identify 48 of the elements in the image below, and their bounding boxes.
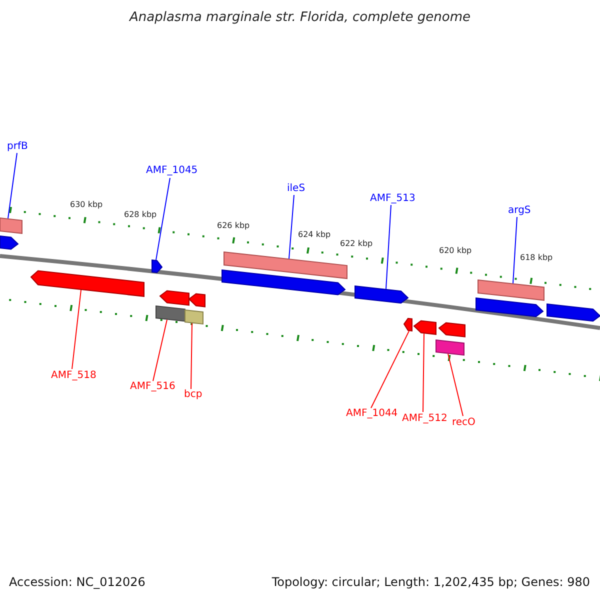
gene-label: ileS bbox=[287, 184, 306, 194]
gene-feature bbox=[222, 269, 346, 296]
footer-text: Accession: NC_012026 bbox=[9, 576, 146, 588]
gene-bar bbox=[436, 339, 464, 356]
leader-line bbox=[156, 178, 170, 260]
leader-line bbox=[386, 204, 392, 290]
gene-label: AMF_512 bbox=[402, 414, 448, 424]
gene-label: AMF_516 bbox=[130, 382, 176, 392]
gene-feature bbox=[438, 322, 466, 338]
gene-bar bbox=[224, 251, 348, 280]
gene-label: bcp bbox=[184, 390, 202, 400]
leader-line bbox=[8, 152, 18, 219]
gene-feature bbox=[354, 285, 409, 304]
leader-line bbox=[422, 333, 424, 412]
scale-label: 620 kbp bbox=[439, 247, 472, 255]
gene-bar bbox=[156, 305, 186, 322]
gene-feature bbox=[30, 270, 144, 297]
gene-label: recO bbox=[452, 418, 476, 428]
scale-label: 622 kbp bbox=[340, 240, 373, 248]
leader-line bbox=[448, 353, 464, 416]
gene-label: AMF_518 bbox=[51, 371, 96, 381]
gene-feature bbox=[159, 290, 190, 306]
title: Anaplasma marginale str. Florida, complete genome bbox=[128, 11, 472, 24]
scale-label: 626 kbp bbox=[217, 222, 250, 230]
leader-line bbox=[288, 194, 294, 260]
gene-feature bbox=[0, 235, 19, 250]
footer-text: Topology: circular; Length: 1,202,435 bp; Genes: 980 bbox=[272, 576, 590, 588]
gene-label: prfB bbox=[7, 142, 28, 152]
leader-line bbox=[72, 290, 82, 370]
gene-label: AMF_1044 bbox=[346, 409, 398, 419]
gene-feature bbox=[188, 293, 206, 308]
gene-feature bbox=[476, 297, 544, 318]
scale-label: 624 kbp bbox=[298, 231, 331, 239]
gene-bar bbox=[184, 309, 204, 325]
gene-feature bbox=[152, 259, 163, 274]
gene-feature bbox=[546, 303, 600, 322]
leader-line bbox=[370, 330, 410, 408]
leader-line bbox=[190, 322, 192, 390]
leader-line bbox=[512, 216, 518, 284]
gene-label: AMF_513 bbox=[370, 194, 416, 204]
gene-bar bbox=[0, 217, 22, 234]
gene-label: argS bbox=[508, 206, 531, 216]
gene-label: AMF_1045 bbox=[146, 166, 198, 176]
leader-line bbox=[152, 319, 168, 382]
scale-label: 618 kbp bbox=[520, 254, 553, 262]
scale-label: 628 kbp bbox=[124, 211, 157, 219]
gene-bar bbox=[478, 279, 544, 301]
scale-label: 630 kbp bbox=[70, 201, 103, 209]
